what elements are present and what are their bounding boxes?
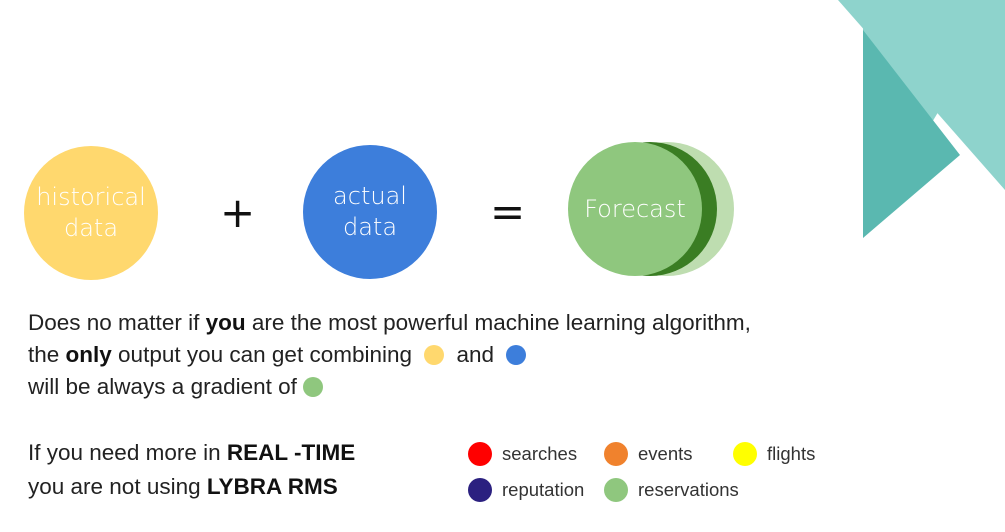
forecast-label: Forecast xyxy=(584,194,686,223)
teal-triangles-decoration xyxy=(838,0,1005,238)
explanation-text: and xyxy=(450,342,501,367)
legend-item-reputation: reputation xyxy=(468,478,584,502)
legend-dot xyxy=(604,478,628,502)
realtime-text: you are not using xyxy=(28,474,207,499)
plus-sign: + xyxy=(220,188,256,237)
legend-item-flights: flights xyxy=(733,442,815,466)
legend-dot xyxy=(604,442,628,466)
actual-data-circle: actual data xyxy=(303,145,437,279)
legend-item-searches: searches xyxy=(468,442,577,466)
historical-dot xyxy=(424,345,445,365)
explanation-text: output you can get combining xyxy=(111,342,419,367)
realtime-text: If you need more in xyxy=(28,440,227,465)
forecast-dot xyxy=(303,377,324,397)
equals-sign: = xyxy=(490,187,526,236)
actual-data-label: actual data xyxy=(333,182,407,241)
legend-label: searches xyxy=(502,443,578,464)
legend-dot xyxy=(468,442,492,466)
emphasis-lybra-rms: LYBRA RMS xyxy=(206,474,338,499)
legend-label: reputation xyxy=(502,479,585,500)
emphasis-only: only xyxy=(65,342,112,367)
realtime-line-2: you are not using LYBRA RMS xyxy=(28,472,338,502)
explanation-text: are the most powerful machine learning a… xyxy=(245,310,751,335)
legend-label: reservations xyxy=(638,479,739,500)
historical-data-label: historical data xyxy=(36,183,146,242)
emphasis-real-time: REAL -TIME xyxy=(226,440,356,465)
actual-dot xyxy=(506,345,527,365)
legend-item-events: events xyxy=(604,442,693,466)
emphasis-you: you xyxy=(205,310,246,335)
teal-triangle-overlap xyxy=(863,30,960,238)
legend-dot xyxy=(468,478,492,502)
explanation-text: the xyxy=(28,342,66,367)
explanation-text: Does no matter if xyxy=(28,310,206,335)
historical-data-circle: historical data xyxy=(24,146,158,280)
legend-dot xyxy=(733,442,757,466)
legend-label: flights xyxy=(767,443,816,464)
legend-label: events xyxy=(638,443,693,464)
explanation-line-1: Does no matter if you are the most power… xyxy=(28,308,751,338)
realtime-line-1: If you need more in REAL -TIME xyxy=(28,438,355,468)
forecast-circle-front: Forecast xyxy=(568,142,702,276)
explanation-line-2: the only output you can get combining an… xyxy=(28,340,527,370)
legend-item-reservations: reservations xyxy=(604,478,739,502)
explanation-line-3: will be always a gradient of xyxy=(28,372,324,402)
explanation-text: will be always a gradient of xyxy=(28,374,304,399)
